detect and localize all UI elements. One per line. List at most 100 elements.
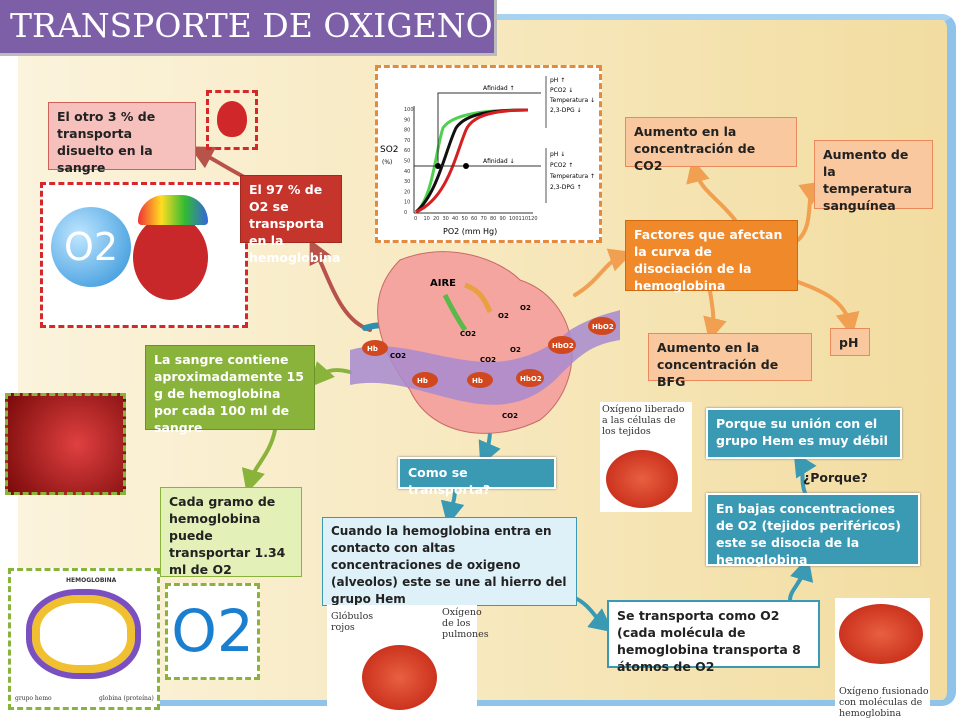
alveolus-illustration: AIRE Hb Hb Hb HbO2 HbO2 HbO2 CO2 CO2 CO2… [350,251,620,434]
x-tick-label: 40 [452,216,458,222]
box-como-se-transporta: Como se transporta? [398,457,556,497]
arrow-alveolo-sangre [310,361,352,388]
y-tick-label: 0 [404,210,407,216]
afinidad-up: Afinidad ↑ [483,85,515,92]
y-tick-label: 30 [404,179,410,185]
y-tick-label: 90 [404,117,410,123]
co2-label-3: CO2 [390,352,406,360]
hemoglobin-structure-image: HEMOGLOBINA grupo hemo globina (proteína… [8,568,160,710]
o2-label-3: O2 [510,346,521,354]
y-tick-label: 70 [404,138,410,144]
y-tick-label: 40 [404,169,410,175]
hb-label-2: Hb [417,377,428,385]
afinidad-down: Afinidad ↓ [483,158,515,165]
cond-left-1: PCO2 ↓ [550,87,573,94]
arrow-alveolo-to-97 [309,239,372,332]
x-tick-label: 20 [433,216,439,222]
o2-label-2: O2 [520,304,531,312]
box-otro-3-percent: El otro 3 % de transporta disuelto en la… [48,102,196,175]
box-porque: Porque su unión con el grupo Hem es muy … [706,408,902,459]
y-tick-label: 50 [404,159,410,165]
arrow-factores-co2 [686,158,737,222]
o2-label: O2 [498,312,509,320]
box-ph: pH [830,328,870,356]
cond-left-0: pH ↑ [550,77,565,84]
liberado-caption: Oxígeno liberado a las células de los te… [602,404,685,437]
arrow-factores-temp [796,181,825,242]
curve-right [415,108,529,214]
y-tick-label: 80 [404,128,410,134]
box-factores: Factores que afectan la curva de disocia… [625,220,798,293]
arrow-cuando-se [573,596,614,633]
y-label: SO2 [380,145,399,155]
heart-character-image [206,90,258,150]
fusionado-caption: Oxígeno fusionado con moléculas de hemog… [839,686,929,719]
cond-left-3: 2,3-DPG ↓ [550,107,582,114]
co2-label-2: CO2 [480,356,496,364]
box-97-percent: El 97 % de O2 se transporta en la hemogl… [240,175,342,265]
hb-label: Hb [367,345,378,353]
x-tick-label: 110 [519,216,529,222]
box-bfg: Aumento en la concentración de BFG [648,333,812,389]
hbo2-label-3: HbO2 [592,323,614,331]
box-cada-gramo: Cada gramo de hemoglobina puede transpor… [160,487,302,577]
page-title: TRANSPORTE DE OXIGENO [0,0,497,56]
y-tick-label: 60 [404,148,410,154]
hbo2-label-2: HbO2 [552,342,574,350]
lung-oxygen-image: Glóbulos rojos Oxígeno de los pulmones [327,605,489,715]
globina-caption: globina (proteína) [99,695,154,702]
o2-logo: O2 [165,583,260,680]
grupo-hemo-caption: grupo hemo [15,695,52,702]
x-tick-label: 30 [443,216,449,222]
oxigeno-pulmones-caption: Oxígeno de los pulmones [442,607,489,640]
x-tick-label: 90 [500,216,506,222]
y-tick-label: 100 [404,107,414,113]
bound-oxygen-image: Oxígeno fusionado con moléculas de hemog… [835,598,930,720]
cond-right-0: pH ↓ [550,151,565,158]
box-bajas-concentraciones: En bajas concentraciones de O2 (tejidos … [706,493,920,567]
box-temperatura: Aumento de la temperatura sanguínea [814,140,933,213]
cond-left-2: Temperatura ↓ [549,97,595,104]
blood-vessel-image [5,393,126,495]
co2-label: CO2 [460,330,476,338]
arrow-factores-bfg [703,289,727,342]
arrow-como-cuando [440,487,465,526]
box-co2: Aumento en la concentración de CO2 [625,117,797,173]
arrow-to-factores [573,248,634,297]
arrow-se-bajas [788,556,814,602]
arrow-sangre-gramo [241,428,277,494]
hb-label-3: Hb [472,377,483,385]
y-tick-label: 20 [404,189,410,195]
box-sangre-contiene: La sangre contiene aproximadamente 15 g … [145,345,315,435]
y-unit: (%) [382,159,392,166]
x-tick-label: 80 [490,216,496,222]
x-tick-label: 70 [481,216,487,222]
cond-right-1: PCO2 ↑ [550,162,573,169]
x-tick-label: 50 [462,216,468,222]
cond-right-2: Temperatura ↑ [549,173,595,180]
x-tick-label: 60 [471,216,477,222]
box-se-transporta: Se transporta como O2 (cada molécula de … [607,600,820,674]
co2-label-4: CO2 [502,412,518,420]
porque-label: ¿Porque? [803,470,868,485]
y-tick-label: 10 [404,200,410,206]
box-cuando: Cuando la hemoglobina entra en contacto … [322,517,577,606]
hbo2-label: HbO2 [520,375,542,383]
globulos-caption: Glóbulos rojos [331,611,374,633]
o2-bubble: O2 [51,207,131,287]
x-tick-label: 0 [414,216,417,222]
x-tick-label: 120 [528,216,538,222]
aire-label: AIRE [430,278,456,289]
o2-character-image: O2 [40,182,248,328]
arrow-factores-ph [796,280,860,337]
arrow-bajas-porque [793,451,817,495]
x-label: PO2 (mm Hg) [443,227,497,236]
x-tick-label: 100 [509,216,519,222]
x-tick-label: 10 [424,216,430,222]
cond-right-3: 2,3-DPG ↑ [550,184,582,191]
hemoglobina-caption: HEMOGLOBINA [66,577,117,584]
released-oxygen-image: Oxígeno liberado a las células de los te… [600,402,692,512]
